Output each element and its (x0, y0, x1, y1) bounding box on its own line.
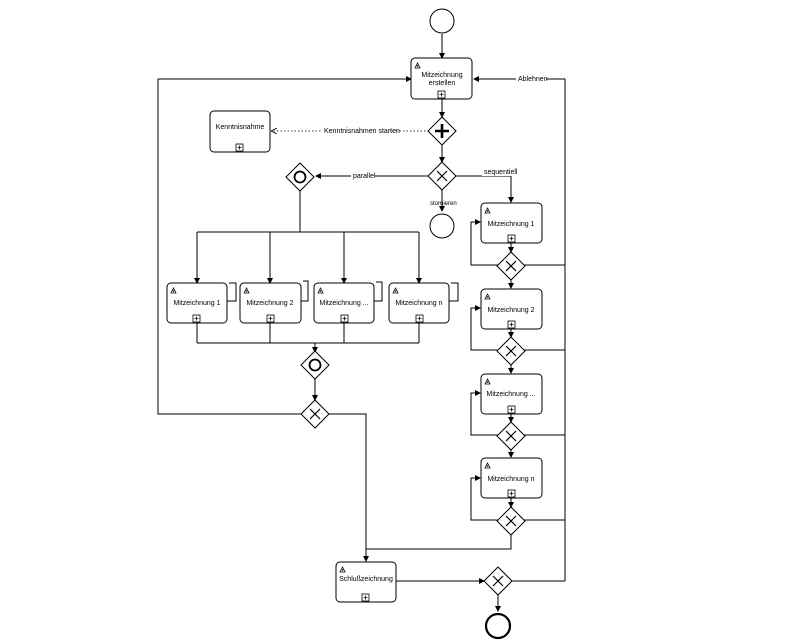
user-task-icon (170, 287, 177, 294)
task-kenntnisnahme[interactable]: Kenntnisnahme (209, 110, 271, 153)
subprocess-marker-icon (507, 405, 516, 414)
subprocess-marker-icon (507, 234, 516, 243)
task-parallel-mitzeichnung-1[interactable]: Mitzeichnung 1 (166, 282, 228, 324)
subprocess-marker-icon (507, 320, 516, 329)
user-task-icon (392, 287, 399, 294)
task-seq-mitzeichnung-n[interactable]: Mitzeichnung n (480, 457, 543, 499)
exclusive-gateway-final (483, 566, 513, 596)
task-parallel-mitzeichnung-2[interactable]: Mitzeichnung 2 (239, 282, 302, 324)
task-seq-mitzeichnung-1[interactable]: Mitzeichnung 1 (480, 202, 543, 244)
task-label-line-2: erstellen (429, 80, 456, 87)
flow-label-sequentiell: sequentiell (484, 169, 518, 176)
subprocess-marker-icon (361, 593, 370, 602)
subprocess-marker-icon (266, 314, 275, 323)
exclusive-gateway-seq-1 (496, 251, 526, 281)
task-label: Schlußzeichnung (339, 576, 393, 583)
task-seq-mitzeichnung-etc[interactable]: Mitzeichnung ... (480, 373, 543, 415)
task-parallel-mitzeichnung-etc[interactable]: Mitzeichnung ... (313, 282, 375, 324)
exclusive-gateway-seq-3 (496, 421, 526, 451)
task-seq-mitzeichnung-2[interactable]: Mitzeichnung 2 (480, 288, 543, 330)
subprocess-marker-icon (340, 314, 349, 323)
task-label: Mitzeichnung 1 (173, 300, 220, 307)
exclusive-gateway-left (300, 399, 330, 429)
subprocess-marker-icon (415, 314, 424, 323)
user-task-icon (484, 207, 491, 214)
user-task-icon (317, 287, 324, 294)
flow-label-stornieren: stornieren (430, 201, 457, 207)
user-task-icon (484, 378, 491, 385)
flow-label-ablehnen: Ablehnen (518, 76, 548, 83)
task-schlusszeichnung[interactable]: Schlußzeichnung (335, 561, 397, 603)
subprocess-marker-icon (507, 489, 516, 498)
end-event (484, 612, 512, 640)
cancel-end-event (429, 213, 455, 239)
task-label: Mitzeichnung 2 (487, 307, 534, 314)
parallel-gateway (427, 116, 457, 146)
subprocess-marker-icon (437, 90, 446, 99)
exclusive-gateway-main (427, 161, 457, 191)
subprocess-marker-icon (235, 143, 244, 152)
task-mitzeichnung-erstellen[interactable]: Mitzeichnung erstellen (410, 57, 473, 100)
task-label: Mitzeichnung n (487, 476, 534, 483)
task-parallel-mitzeichnung-n[interactable]: Mitzeichnung n (388, 282, 450, 324)
task-label-line-1: Mitzeichnung (421, 72, 462, 79)
user-task-icon (484, 462, 491, 469)
task-label: Mitzeichnung ... (486, 391, 535, 398)
task-label: Mitzeichnung 2 (246, 300, 293, 307)
task-label: Mitzeichnung 1 (487, 221, 534, 228)
task-label: Mitzeichnung ... (319, 300, 368, 307)
task-label: Mitzeichnung n (395, 300, 442, 307)
start-event (429, 8, 455, 34)
flow-label-parallel: parallel (353, 173, 376, 180)
exclusive-gateway-seq-2 (496, 336, 526, 366)
user-task-icon (414, 62, 421, 69)
inclusive-gateway-join (300, 350, 330, 380)
user-task-icon (484, 293, 491, 300)
task-label: Kenntnisnahme (216, 124, 265, 131)
flow-label-kenntnisnahmen-starten: Kenntnisnahmen starten (324, 128, 400, 135)
user-task-icon (339, 566, 346, 573)
user-task-icon (243, 287, 250, 294)
inclusive-gateway-split (285, 162, 315, 192)
exclusive-gateway-seq-n (496, 506, 526, 536)
subprocess-marker-icon (192, 314, 201, 323)
